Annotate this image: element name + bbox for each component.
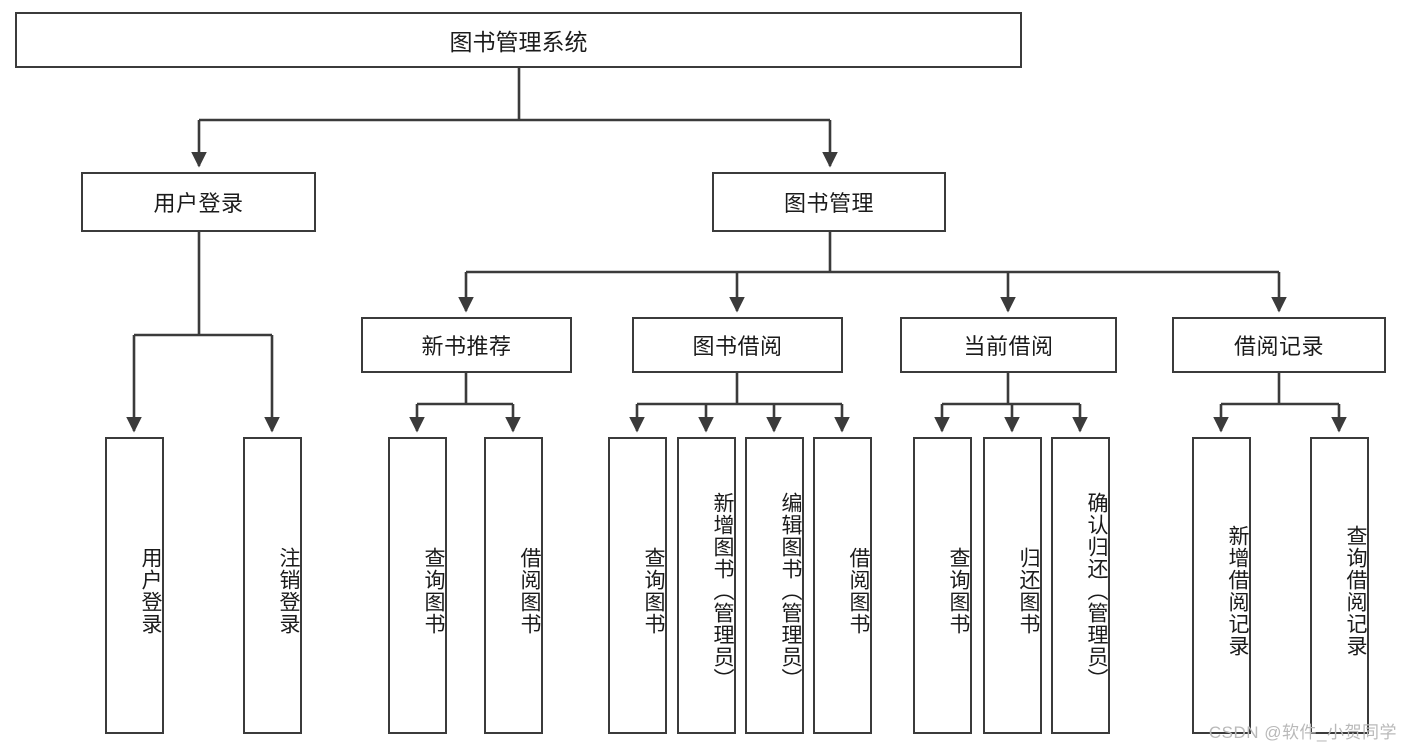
leaf-current-borrow-return-book[interactable]: 归还图书 — [983, 437, 1042, 734]
node-book-management[interactable]: 图书管理 — [712, 172, 946, 232]
leaf-borrow-record-query-record[interactable]: 查询借阅记录 — [1310, 437, 1369, 734]
leaf-book-borrow-add-book-admin[interactable]: 新增图书（管理员） — [677, 437, 736, 734]
leaf-book-borrow-edit-book-admin[interactable]: 编辑图书（管理员） — [745, 437, 804, 734]
leaf-current-borrow-query-book[interactable]: 查询图书 — [913, 437, 972, 734]
leaf-book-borrow-borrow-book[interactable]: 借阅图书 — [813, 437, 872, 734]
node-current-borrow[interactable]: 当前借阅 — [900, 317, 1117, 373]
leaf-user-login-login[interactable]: 用户登录 — [105, 437, 164, 734]
csdn-watermark: CSDN @软件_小贺同学 — [1208, 723, 1397, 742]
leaf-borrow-record-add-record[interactable]: 新增借阅记录 — [1192, 437, 1251, 734]
leaf-new-book-borrow-book[interactable]: 借阅图书 — [484, 437, 543, 734]
leaf-user-login-logout[interactable]: 注销登录 — [243, 437, 302, 734]
leaf-book-borrow-query-book[interactable]: 查询图书 — [608, 437, 667, 734]
node-root-system[interactable]: 图书管理系统 — [15, 12, 1022, 68]
node-user-login[interactable]: 用户登录 — [81, 172, 316, 232]
node-book-borrow[interactable]: 图书借阅 — [632, 317, 843, 373]
leaf-new-book-query-book[interactable]: 查询图书 — [388, 437, 447, 734]
node-new-book-recommend[interactable]: 新书推荐 — [361, 317, 572, 373]
leaf-current-borrow-confirm-return-admin[interactable]: 确认归还（管理员） — [1051, 437, 1110, 734]
node-borrow-record[interactable]: 借阅记录 — [1172, 317, 1386, 373]
